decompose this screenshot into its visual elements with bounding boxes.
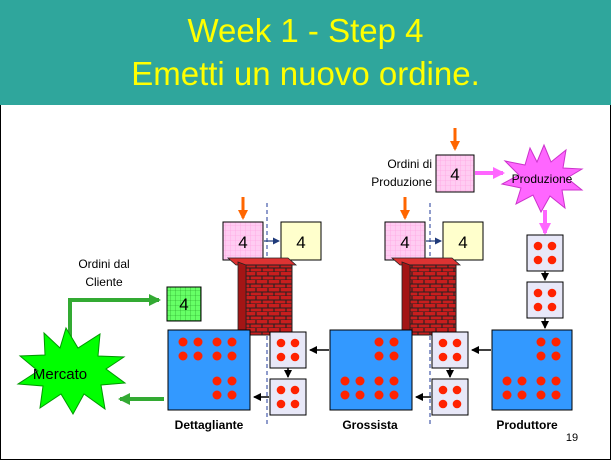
retailer-outgoing-order: 4 (280, 221, 322, 261)
production-delay-bottom (526, 281, 564, 319)
production-label: Produzione (512, 172, 573, 186)
customer-orders-label-1: Ordini dal (78, 257, 129, 271)
retailer-incoming-order: 4 (222, 221, 264, 261)
wholesaler-incoming-order-value: 4 (400, 233, 409, 252)
market-label: Mercato (33, 366, 87, 383)
production-order-box: 4 (435, 154, 475, 193)
production-delay-top (526, 234, 564, 272)
page-number: 19 (566, 432, 578, 444)
retailer-outgoing-order-value: 4 (296, 233, 305, 252)
market-burst: Mercato (16, 326, 127, 416)
producer-warehouse (491, 329, 573, 411)
wholesaler-label: Grossista (342, 418, 398, 432)
retailer-warehouse (167, 329, 251, 411)
production-order-value: 4 (450, 165, 459, 184)
title-banner: Week 1 - Step 4 Emetti un nuovo ordine. (0, 0, 611, 105)
wholesaler-ship-top (431, 331, 469, 369)
production-burst: Produzione (500, 143, 584, 214)
customer-order-box: 4 (166, 286, 202, 322)
production-orders-label-2: Produzione (371, 175, 432, 189)
slide-title: Week 1 - Step 4 (187, 12, 424, 49)
wholesaler-ship-bottom (431, 378, 469, 416)
slide-subtitle: Emetti un nuovo ordine. (131, 55, 480, 92)
wholesaler-outgoing-order: 4 (442, 221, 484, 261)
producer-label: Produttore (496, 418, 558, 432)
customer-order-arrow (68, 294, 161, 343)
retailer-ship-top (269, 331, 307, 369)
retailer-label: Dettagliante (175, 418, 244, 432)
production-orders-label-1: Ordini di (387, 157, 432, 171)
wholesaler-warehouse (329, 329, 413, 411)
customer-orders-label-2: Cliente (85, 275, 123, 289)
brick-wall-retailer (226, 257, 298, 336)
brick-wall-wholesaler (390, 257, 462, 336)
wholesaler-outgoing-order-value: 4 (458, 233, 467, 252)
retailer-ship-bottom (269, 378, 307, 416)
customer-order-value: 4 (179, 295, 188, 314)
retailer-incoming-order-value: 4 (238, 233, 247, 252)
wholesaler-incoming-order: 4 (384, 221, 426, 261)
